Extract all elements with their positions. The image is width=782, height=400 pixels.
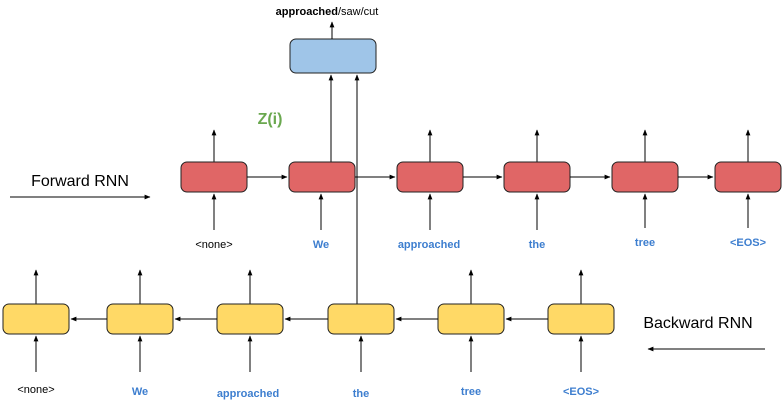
backward-token: We	[132, 386, 148, 398]
output-cell	[289, 38, 377, 74]
output-label: approached/saw/cut	[276, 6, 379, 18]
forward-row: <none> We approached the tree <EOS>	[180, 129, 782, 251]
backward-token: <none>	[17, 384, 54, 396]
forward-rnn-title: Forward RNN	[31, 173, 129, 190]
forward-cell	[396, 161, 464, 193]
forward-token: <EOS>	[730, 237, 766, 249]
backward-row: <none> We approached the tree <EOS>	[2, 269, 615, 400]
forward-cell	[288, 161, 356, 193]
forward-cell	[503, 161, 571, 193]
forward-cell	[180, 161, 248, 193]
output-word-bold: approached	[276, 6, 338, 18]
backward-token: tree	[461, 386, 481, 398]
backward-cell	[216, 303, 284, 335]
forward-cell	[611, 161, 679, 193]
backward-rnn-title: Backward RNN	[643, 315, 752, 332]
backward-cell	[327, 303, 395, 335]
backward-cell	[2, 303, 70, 335]
backward-token: <EOS>	[563, 386, 599, 398]
forward-token: approached	[398, 239, 460, 251]
forward-token: We	[313, 239, 329, 251]
output-word-rest: /saw/cut	[338, 6, 378, 18]
backward-cell	[547, 303, 615, 335]
forward-token: <none>	[195, 239, 232, 251]
backward-cell	[106, 303, 174, 335]
forward-cell	[714, 161, 782, 193]
forward-token: tree	[635, 237, 655, 249]
z-label: Z(i)	[258, 111, 283, 128]
backward-token: approached	[217, 388, 279, 400]
backward-cell	[437, 303, 505, 335]
forward-token: the	[529, 239, 546, 251]
backward-token: the	[353, 388, 370, 400]
